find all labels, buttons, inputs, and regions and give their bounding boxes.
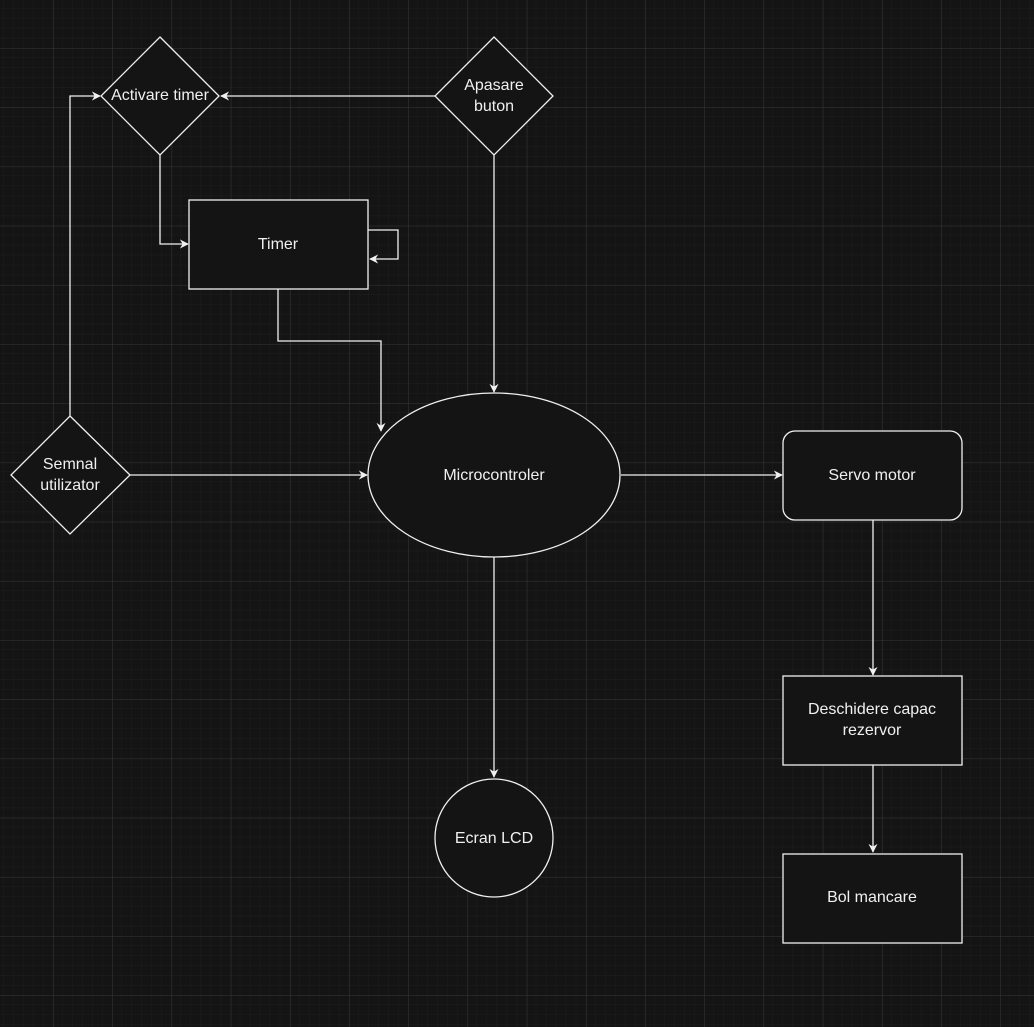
process-box xyxy=(782,675,963,766)
node-label: Bol mancare xyxy=(827,889,917,906)
output-circle xyxy=(434,778,554,898)
node-label: Servo motor xyxy=(828,467,916,484)
process-box xyxy=(188,199,369,290)
node-activare-timer[interactable]: Activare timer xyxy=(100,36,220,156)
edge-timer-self-loop[interactable] xyxy=(368,229,399,264)
edges xyxy=(69,91,878,853)
node-deschidere-capac[interactable]: Deschidere capac rezervor xyxy=(782,675,963,766)
edge-semnal-to-activare[interactable] xyxy=(69,91,101,416)
decision-diamond xyxy=(434,36,554,156)
node-label: rezervor xyxy=(843,722,902,739)
node-apasare-buton[interactable]: Apasare buton xyxy=(434,36,554,156)
node-timer[interactable]: Timer xyxy=(188,199,369,290)
node-bol-mancare[interactable]: Bol mancare xyxy=(782,853,963,944)
decision-diamond xyxy=(100,36,220,156)
node-label: utilizator xyxy=(40,477,100,494)
process-box xyxy=(782,853,963,944)
node-label: Microcontroler xyxy=(443,467,545,484)
node-ecran-lcd[interactable]: Ecran LCD xyxy=(434,778,554,898)
rounded-box xyxy=(782,430,963,521)
node-label: Timer xyxy=(258,236,299,253)
node-semnal-utilizator[interactable]: Semnal utilizator xyxy=(10,415,131,535)
node-label: Activare timer xyxy=(111,87,209,104)
node-label: Deschidere capac xyxy=(808,701,936,718)
node-label: Ecran LCD xyxy=(455,830,533,847)
node-label: Apasare xyxy=(464,77,524,94)
process-ellipse xyxy=(367,392,621,558)
node-label: buton xyxy=(474,98,514,115)
edge-timer-to-microcontroler[interactable] xyxy=(277,289,386,432)
node-label: Semnal xyxy=(43,456,97,473)
edge-activare-to-timer[interactable] xyxy=(159,155,189,249)
node-microcontroler[interactable]: Microcontroler xyxy=(367,392,621,558)
node-servo-motor[interactable]: Servo motor xyxy=(782,430,963,521)
decision-diamond xyxy=(10,415,131,535)
